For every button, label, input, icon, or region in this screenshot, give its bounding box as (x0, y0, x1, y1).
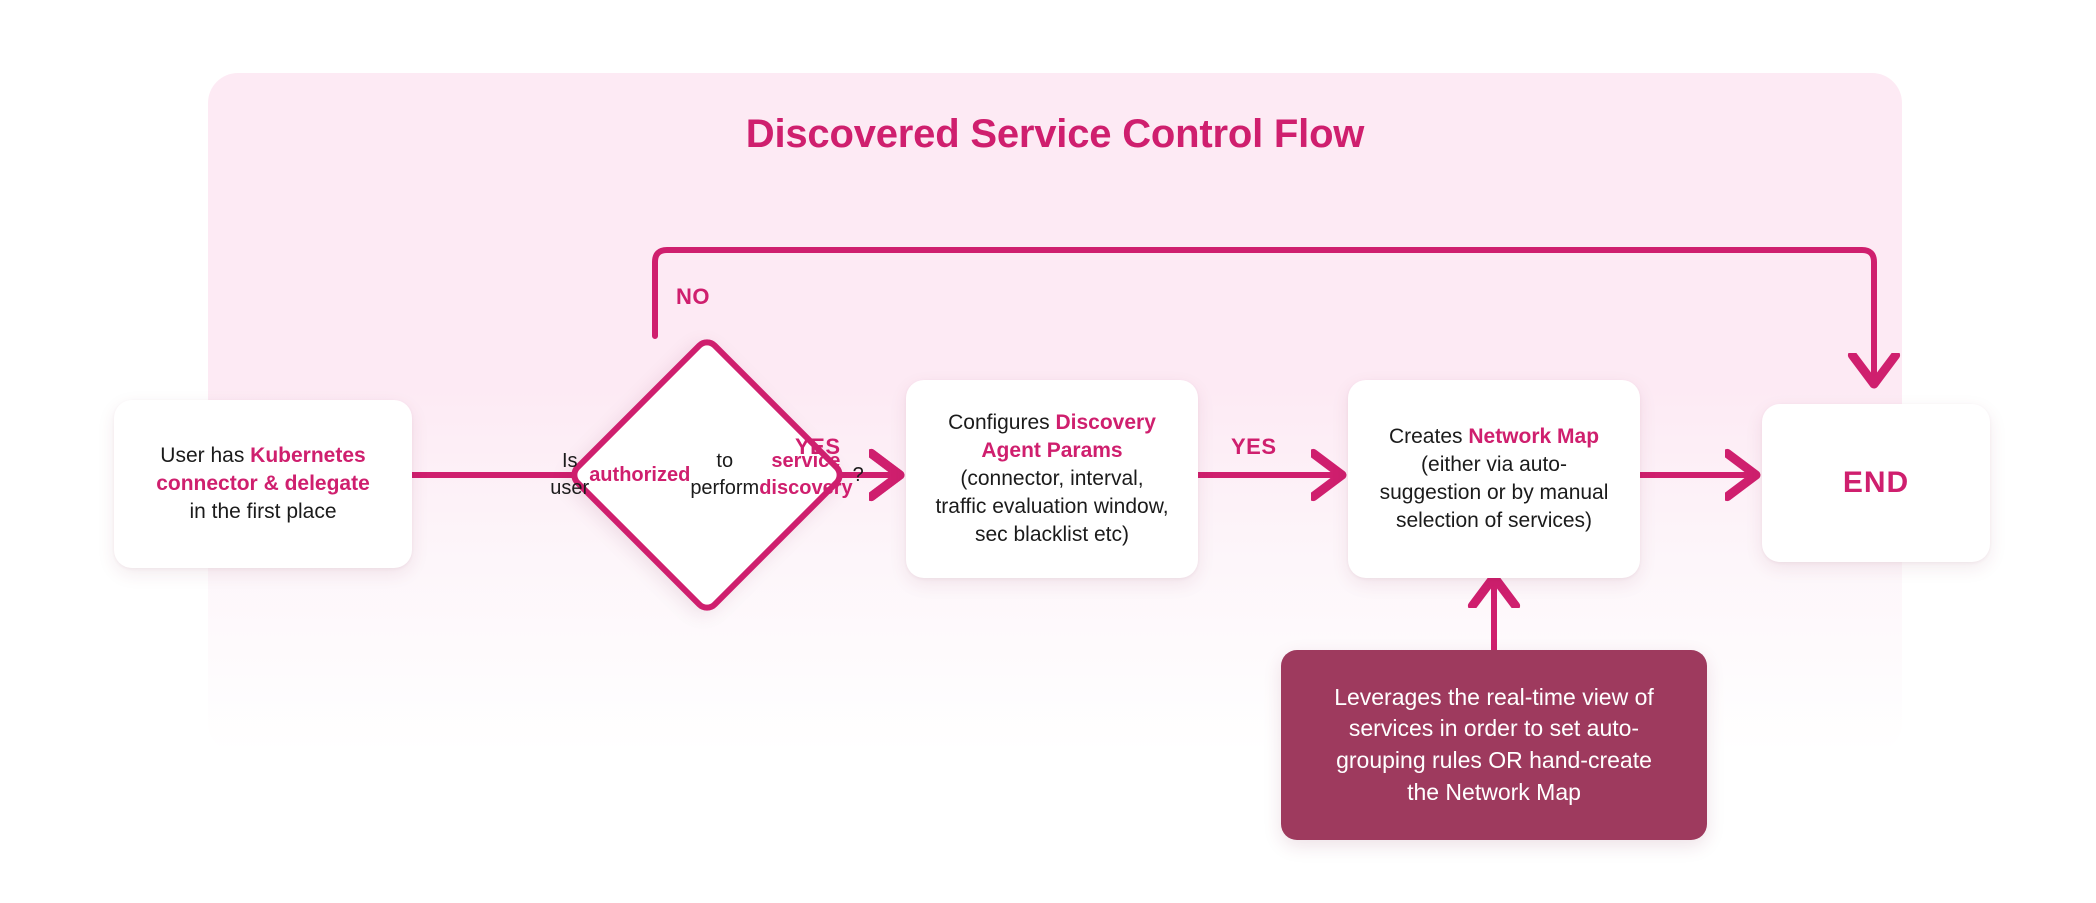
edge-label-no: NO (676, 284, 710, 309)
end-node[interactable]: END (1762, 404, 1990, 562)
create-network-map-node-text: Creates Network Map(either via auto-sugg… (1379, 425, 1609, 532)
create-network-map-node[interactable]: Creates Network Map(either via auto-sugg… (1348, 380, 1640, 578)
edge-label-yes-2: YES (1231, 434, 1277, 459)
diagram-title: Discovered Service Control Flow (745, 112, 1365, 156)
end-node-label: END (1842, 466, 1910, 500)
edge-decision-no-to-end (652, 247, 1874, 378)
edge-label-yes-1: YES (795, 434, 841, 459)
